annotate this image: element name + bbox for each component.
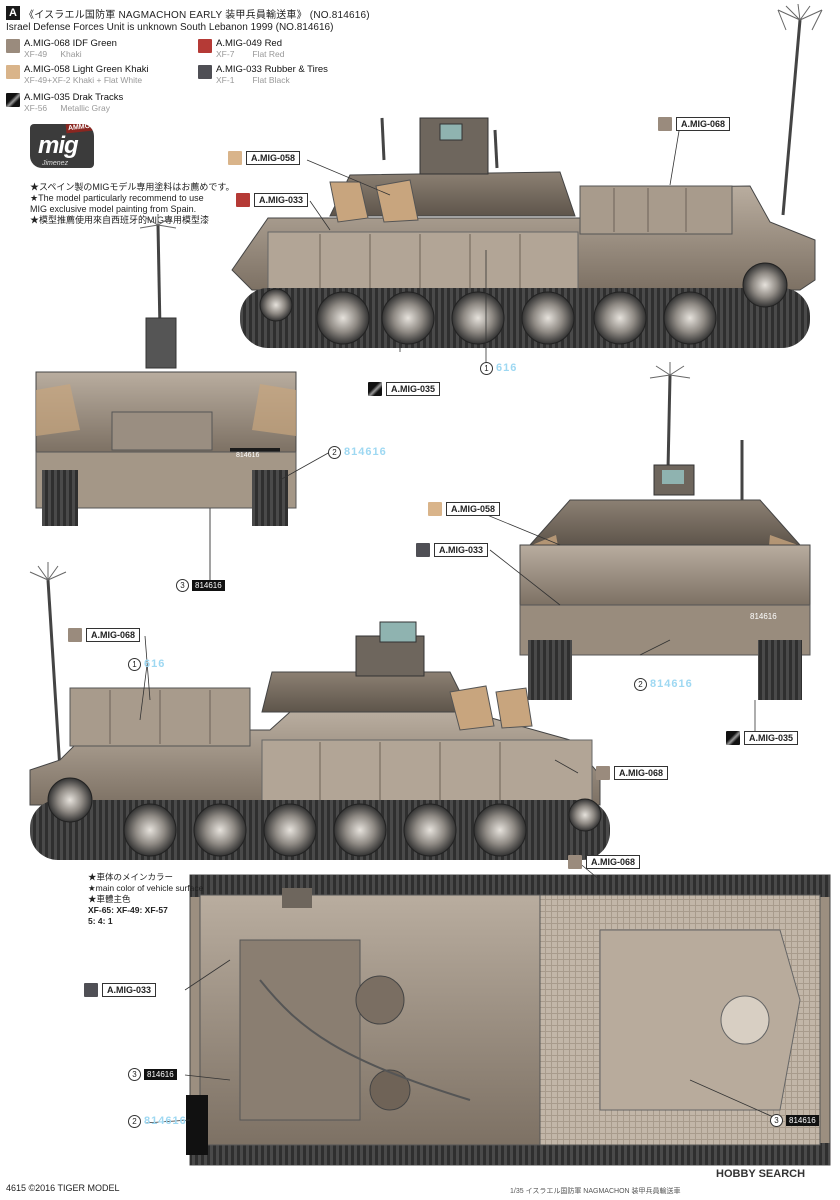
callout-mig058-front: A.MIG-058: [428, 502, 501, 516]
rear-view: [35, 214, 297, 580]
page-title: 《イスラエル国防軍 NAGMACHON EARLY 装甲兵員輸送車》 (NO.8…: [24, 10, 370, 21]
callout-mig068-hull: A.MIG-068: [596, 766, 669, 780]
palette-item-035: A.MIG-035 Drak Tracks XF-56 Metallic Gra…: [6, 92, 123, 113]
mig-logo: AMMO mig Jimenez: [30, 124, 94, 168]
callout-mig058-top: A.MIG-058: [228, 151, 301, 165]
color-swatch: [198, 39, 212, 53]
palette-item-049: A.MIG-049 Red XF-7 Flat Red: [198, 38, 285, 59]
callout-mig035-front: A.MIG-035: [726, 731, 799, 745]
footer-copyright: 4615 ©2016 TIGER MODEL: [6, 1183, 120, 1193]
rear-plate-number: 814616: [236, 452, 260, 459]
palette-item-033: A.MIG-033 Rubber & Tires XF-1 Flat Black: [198, 64, 328, 85]
front-plate-number: 814616: [750, 612, 777, 621]
color-swatch: [6, 93, 20, 107]
side-view-left: [231, 3, 823, 348]
callout-mig033-front: A.MIG-033: [416, 543, 489, 557]
callout-mig068-top: A.MIG-068: [658, 117, 731, 131]
color-swatch: [6, 39, 20, 53]
hobbysearch-watermark: HOBBY SEARCH: [716, 1168, 806, 1180]
body-color-mix: ★車体のメインカラー ★main color of vehicle surfac…: [88, 872, 204, 926]
footer-product: 1/35 イスラエル国防軍 NAGMACHON 装甲兵員輸送車: [510, 1188, 681, 1195]
callout-mig068-side: A.MIG-068: [68, 628, 141, 642]
callout-mig035-top: A.MIG-035: [368, 382, 441, 396]
color-swatch: [198, 65, 212, 79]
page-subtitle: Israel Defense Forces Unit is unknown So…: [6, 22, 334, 33]
paint-recommendation-notes: ★スペイン製のMIGモデル専用塗料はお薦めです。 ★The model part…: [30, 182, 235, 225]
section-marker: A: [6, 6, 20, 20]
callout-mig033-top: A.MIG-033: [236, 193, 309, 207]
color-swatch: [6, 65, 20, 79]
callout-mig033-topview: A.MIG-033: [84, 983, 157, 997]
front-view: [519, 362, 811, 700]
palette-item-068: A.MIG-068 IDF Green XF-49 Khaki: [6, 38, 117, 59]
top-view: [186, 874, 831, 1166]
palette-item-058: A.MIG-058 Light Green Khaki XF-49+XF-2 K…: [6, 64, 149, 85]
side-view-right: [29, 562, 610, 860]
callout-mig068-topview: A.MIG-068: [568, 855, 641, 869]
